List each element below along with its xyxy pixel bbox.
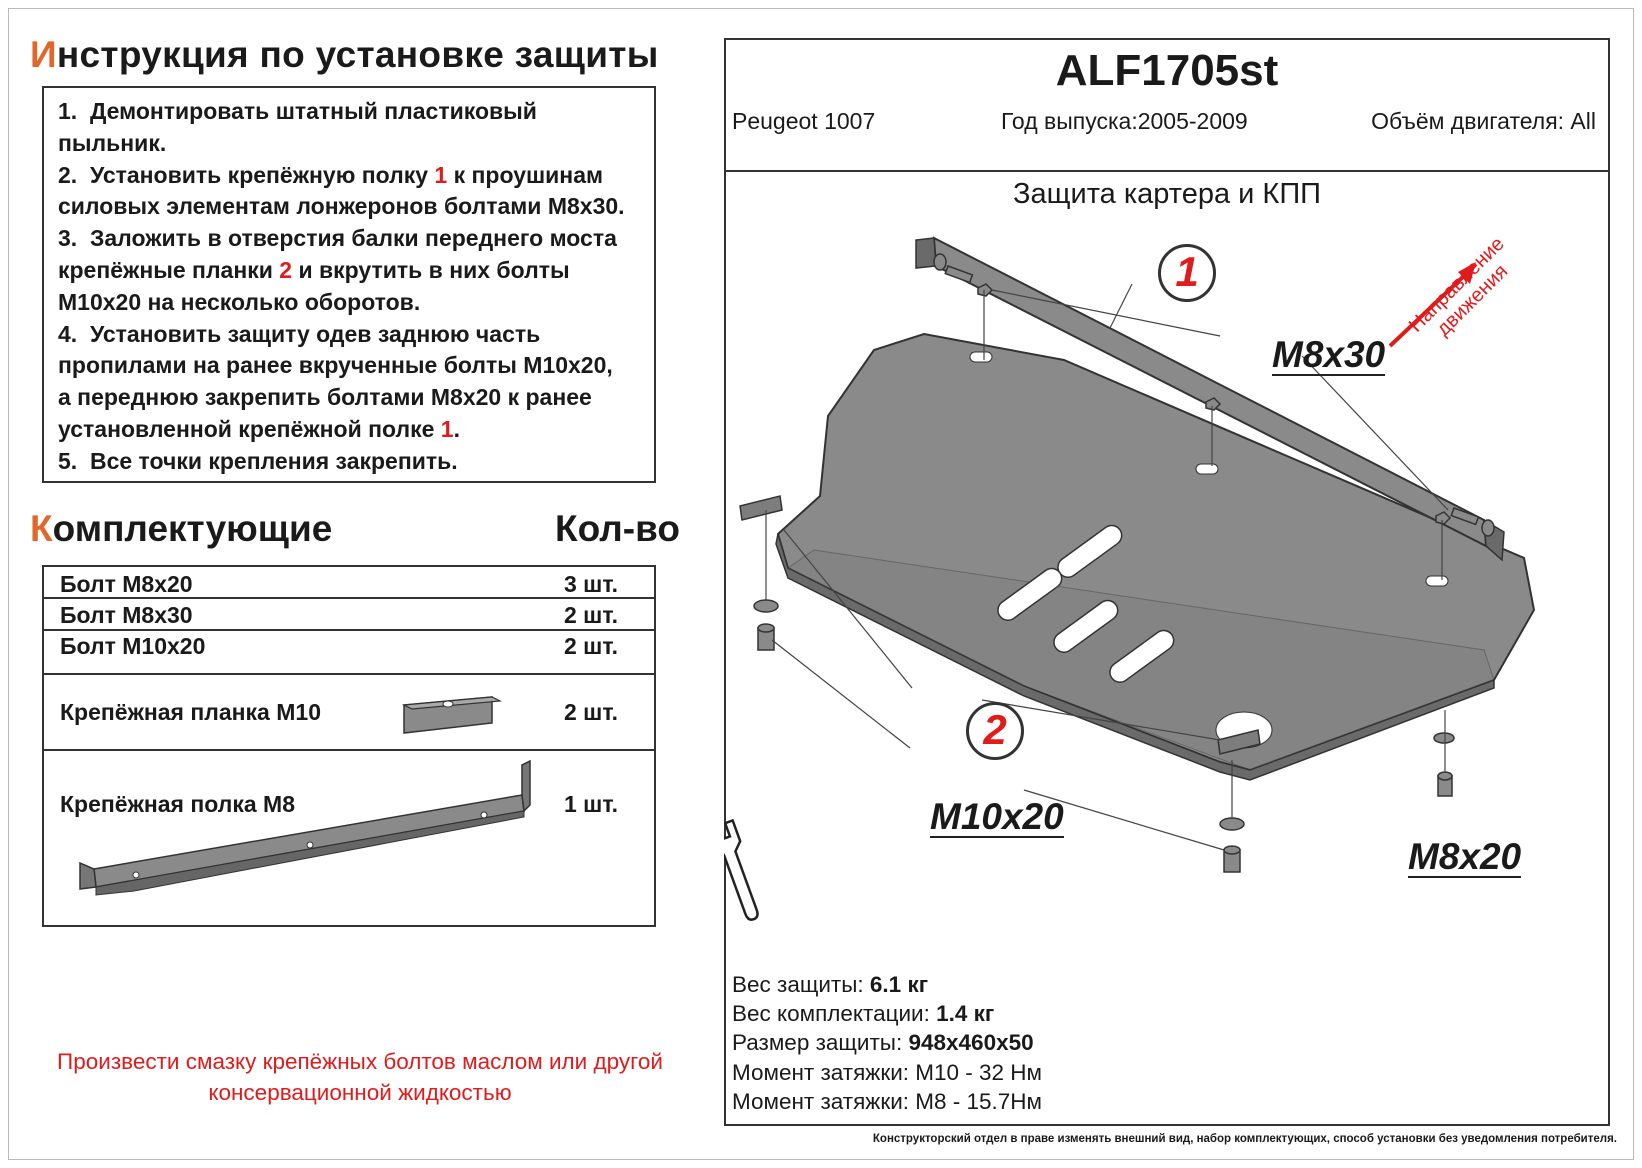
instruction-step-2: 2. Установить крепёжную полку 1 к проуши… — [58, 161, 625, 220]
mounting-plate-image — [401, 696, 503, 734]
spec-torque-m8: Момент затяжки: М8 - 15.7Нм — [732, 1088, 1043, 1114]
mounting-plate-part — [739, 495, 1261, 755]
drawing-panel: ALF1705st Peugeot 1007 Год выпуска:2005-… — [724, 38, 1610, 1126]
spec-torque-m10: Момент затяжки: М10 - 32 Нм — [732, 1059, 1043, 1085]
kit-qty-header: Кол-во — [555, 508, 680, 549]
part-qty: 2 шт. — [564, 699, 618, 725]
engine-volume: Объём двигателя: All — [1371, 108, 1596, 134]
production-years: Год выпуска:2005-2009 — [1001, 108, 1248, 134]
table-row: Болт М8х30 2 шт. — [44, 599, 654, 631]
part-qty: 3 шт. — [564, 571, 618, 597]
instruction-step-4: 4. Установить защиту одев заднюю часть п… — [58, 320, 613, 442]
kit-title: Комплектующие — [30, 508, 333, 549]
wrench-icon — [724, 818, 759, 921]
header-row: ALF1705st Peugeot 1007 Год выпуска:2005-… — [726, 40, 1608, 172]
specs-block: Вес защиты: 6.1 кг Вес комплектации: 1.4… — [732, 970, 1042, 1116]
part-qty: 2 шт. — [564, 633, 618, 659]
part-name: Крепёжная полка М8 — [60, 791, 295, 817]
table-row: Болт М8х20 3 шт. — [44, 567, 654, 599]
table-row: Крепёжная планка М10 2 шт. — [44, 675, 654, 751]
assembly-drawing — [724, 236, 1536, 921]
instruction-step-1: 1. Демонтировать штатный пластиковый пыл… — [58, 98, 537, 156]
label-m10x20: M10x20 — [930, 796, 1064, 838]
leader-lines — [765, 283, 1449, 851]
callout-1: 1 — [1158, 244, 1216, 302]
car-model: Peugeot 1007 — [732, 108, 876, 134]
part-qty: 1 шт. — [564, 791, 618, 817]
drawing-subtitle: Защита картера и КПП — [1012, 178, 1322, 210]
table-row: Крепёжная полка М8 1 шт. — [44, 751, 654, 927]
table-row: Болт М10х20 2 шт. — [44, 631, 654, 675]
label-m8x20: M8x20 — [1408, 836, 1522, 878]
page-frame — [8, 8, 1634, 1160]
instructions-box: 1. Демонтировать штатный пластиковый пыл… — [42, 86, 656, 483]
fasteners — [753, 253, 1495, 873]
callout-2: 2 — [966, 702, 1024, 760]
part-name: Болт М8х20 — [60, 571, 193, 597]
grease-note: Произвести смазку крепёжных болтов масло… — [57, 1049, 663, 1105]
label-m8x30: M8x30 — [1272, 334, 1386, 376]
spec-weight: Вес защиты: 6.1 кг — [732, 972, 929, 997]
instruction-step-3: 3. Заложить в отверстия балки переднего … — [58, 225, 617, 315]
instructions-title: Инструкция по установке защиты — [30, 34, 659, 75]
part-name: Болт М10х20 — [60, 633, 206, 659]
spec-size: Размер защиты: 948х460х50 — [732, 1030, 1034, 1056]
parts-table: Болт М8х20 3 шт. Болт М8х30 2 шт. Болт М… — [42, 565, 656, 927]
part-name: Крепёжная планка М10 — [60, 699, 321, 725]
skid-plate — [775, 332, 1536, 781]
part-qty: 2 шт. — [564, 602, 618, 628]
spec-kit-weight: Вес комплектации: 1.4 кг — [732, 1001, 995, 1027]
direction-arrow-icon — [1388, 262, 1476, 348]
instruction-step-5: 5. Все точки крепления закрепить. — [58, 447, 458, 474]
model-code: ALF1705st — [1055, 46, 1279, 95]
disclaimer: Конструкторский отдел в праве изменять в… — [872, 1133, 1617, 1145]
mounting-shelf-image — [79, 759, 531, 896]
part-name: Болт М8х30 — [60, 602, 193, 628]
